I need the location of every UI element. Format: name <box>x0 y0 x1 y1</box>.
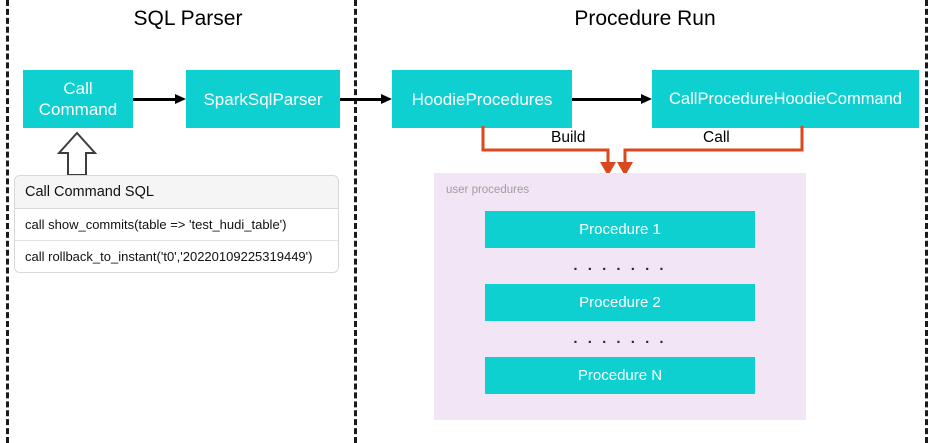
sql-table-header: Call Command SQL <box>15 176 338 209</box>
section-divider-left <box>6 0 9 443</box>
procedure-list-ellipsis: . . . . . . . <box>573 257 667 274</box>
connector-call-arrowhead-icon <box>617 162 633 176</box>
section-title-sql-parser: SQL Parser <box>133 7 243 30</box>
section-divider-middle <box>354 0 357 443</box>
connector-label-call: Call <box>697 129 736 147</box>
user-procedures-list: Procedure 1 . . . . . . . Procedure 2 . … <box>485 211 755 394</box>
arrow-call-command-to-spark-sql-parser <box>133 94 186 104</box>
section-divider-right <box>925 0 928 443</box>
arrow-shaft <box>572 98 643 101</box>
procedure-box[interactable]: Procedure N <box>485 357 755 394</box>
box-hoodie-procedures[interactable]: HoodieProcedures <box>392 70 572 128</box>
connector-build-arrowhead-icon <box>600 162 616 176</box>
arrow-hoodie-procedures-to-call-procedure-hoodie-command <box>572 94 652 104</box>
box-call-command-line2: Command <box>38 100 118 119</box>
procedure-box[interactable]: Procedure 1 <box>485 211 755 248</box>
procedure-box[interactable]: Procedure 2 <box>485 284 755 321</box>
connector-call-path <box>623 126 804 164</box>
user-procedures-label: user procedures <box>446 184 530 196</box>
box-spark-sql-parser[interactable]: SparkSqlParser <box>186 70 340 128</box>
arrow-head-icon <box>641 94 652 104</box>
connector-label-build: Build <box>545 129 592 147</box>
arrow-head-icon <box>381 94 392 104</box>
user-procedures-panel: user procedures Procedure 1 . . . . . . … <box>434 173 806 420</box>
connector-build-path <box>481 126 610 164</box>
arrow-shaft <box>340 98 383 101</box>
section-title-procedure-run: Procedure Run <box>574 7 716 30</box>
box-call-command[interactable]: Call Command <box>23 70 133 128</box>
hollow-up-arrow-icon <box>57 131 97 176</box>
arrow-shaft <box>133 98 177 101</box>
orange-build-call-connectors <box>481 126 804 176</box>
call-command-sql-table: Call Command SQL call show_commits(table… <box>14 175 339 273</box>
sql-table-row: call show_commits(table => 'test_hudi_ta… <box>15 209 338 241</box>
arrow-head-icon <box>175 94 186 104</box>
procedure-list-ellipsis: . . . . . . . <box>573 330 667 347</box>
arrow-spark-sql-parser-to-hoodie-procedures <box>340 94 392 104</box>
box-call-command-line1: Call <box>63 79 93 98</box>
box-call-procedure-hoodie-command[interactable]: CallProcedureHoodieCommand <box>652 70 919 128</box>
sql-table-row: call rollback_to_instant('t0','202201092… <box>15 241 338 272</box>
